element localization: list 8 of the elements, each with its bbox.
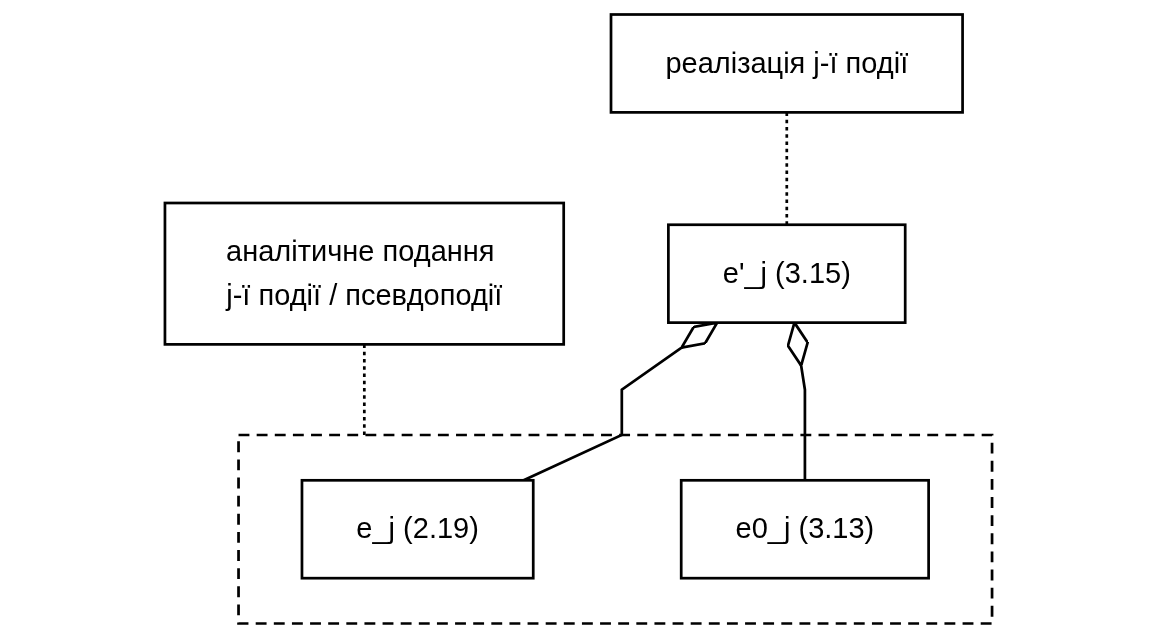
connector — [785, 112, 789, 225]
cluster — [237, 433, 994, 625]
node-box: аналітичне подання j-ї події / псевдоподії — [163, 201, 566, 346]
node-box: e'_j (3.15) — [667, 223, 907, 324]
node-box: e_j (2.19) — [300, 478, 535, 580]
node-box: реалізація j-ї події — [609, 13, 964, 114]
connector — [362, 344, 366, 435]
node-box: e0_j (3.13) — [679, 478, 930, 580]
